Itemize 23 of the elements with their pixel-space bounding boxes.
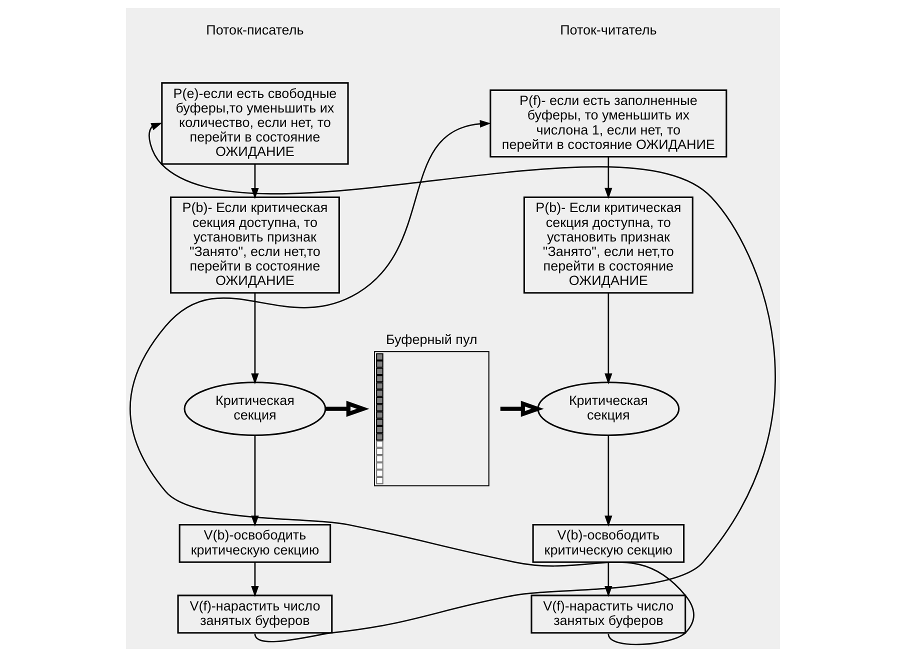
arrow: [604, 156, 612, 199]
node-ellipse: Критическая секция: [537, 382, 680, 436]
node-box: P(b)- Если критическая секция доступна, то установить признак "Занято", если нет,то перейти в состояние ОЖИДАНИЕ: [170, 196, 340, 294]
node-label: Буферный пул: [386, 332, 478, 347]
arrow: [251, 562, 259, 597]
label: Поток-писатель: [206, 22, 304, 38]
node-ellipse: Критическая секция: [184, 382, 326, 436]
label: Поток-читатель: [560, 22, 657, 38]
arrow: [149, 122, 776, 642]
node-box: V(b)-освободить критическую секцию: [532, 524, 685, 563]
node-box: V(f)-нарастить число занятых буферов: [177, 594, 333, 634]
arrow: [604, 293, 612, 384]
node-box: V(f)-нарастить число занятых буферов: [530, 594, 686, 634]
arrow: [604, 562, 612, 597]
node-box: P(b)- Если критическая секция доступна, то установить признак "Занято", если нет,то перейти в состояние ОЖИДАНИЕ: [523, 196, 694, 294]
arrow: [251, 293, 259, 384]
arrow: [251, 164, 259, 199]
node-box: P(f)- если есть заполненные буферы, то уменьшить их числона 1, если нет, то перейти в состояние ОЖИДАНИЕ: [490, 89, 728, 158]
arrow: [326, 400, 370, 417]
node-box: P(e)-если есть свободные буферы,то уменьшить их количество, если нет, то перейти в состояние ОЖИДАНИЕ: [161, 82, 349, 165]
arrow: [604, 435, 612, 527]
arrow: [500, 400, 544, 417]
node-box: V(b)-освободить критическую секцию: [178, 524, 332, 563]
